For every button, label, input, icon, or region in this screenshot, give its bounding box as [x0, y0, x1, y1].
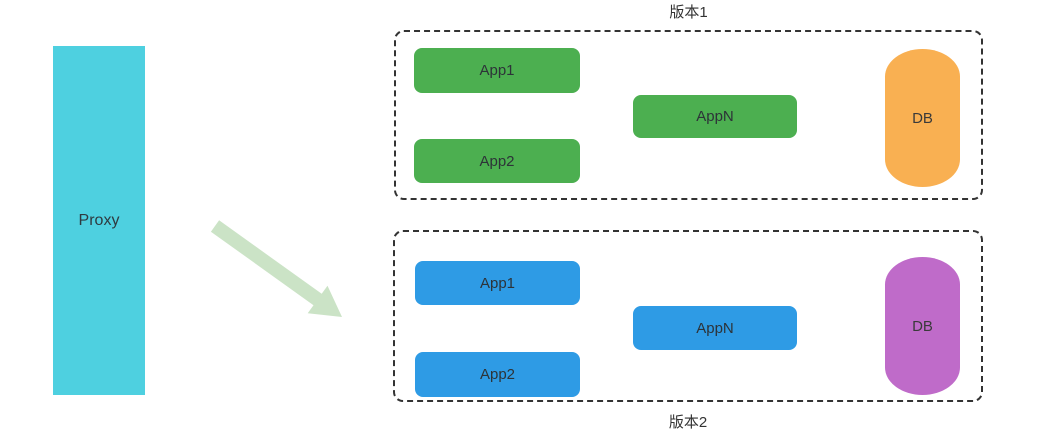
version1-db-cylinder[interactable]: DB	[885, 49, 960, 187]
version2-app2-label: App2	[479, 366, 516, 383]
version1-db-label: DB	[912, 109, 933, 127]
version1-app1-node[interactable]: App1	[414, 48, 580, 93]
version2-app1-node[interactable]: App1	[415, 261, 580, 305]
version1-appn-node[interactable]: AppN	[633, 95, 797, 138]
flow-arrow-shape	[210, 220, 342, 317]
version1-app2-label: App2	[479, 152, 515, 170]
version1-boundary	[394, 30, 983, 200]
proxy-node[interactable]: Proxy	[53, 46, 145, 395]
version1-title: 版本1	[669, 4, 708, 21]
version2-db-cylinder[interactable]: DB	[885, 257, 960, 395]
version2-app2-node[interactable]: App2	[415, 352, 580, 397]
version2-app1-label: App1	[479, 274, 516, 292]
version2-appn-node[interactable]: AppN	[633, 306, 797, 350]
version1-app1-label: App1	[479, 62, 515, 79]
version2-db-label: DB	[912, 317, 933, 335]
version2-title: 版本2	[668, 414, 708, 431]
version1-appn-label: AppN	[696, 108, 734, 125]
version2-boundary	[393, 230, 983, 402]
flow-arrow	[210, 220, 342, 317]
version1-app2-node[interactable]: App2	[414, 139, 580, 183]
version2-appn-label: AppN	[696, 319, 734, 337]
proxy-label: Proxy	[78, 211, 120, 229]
